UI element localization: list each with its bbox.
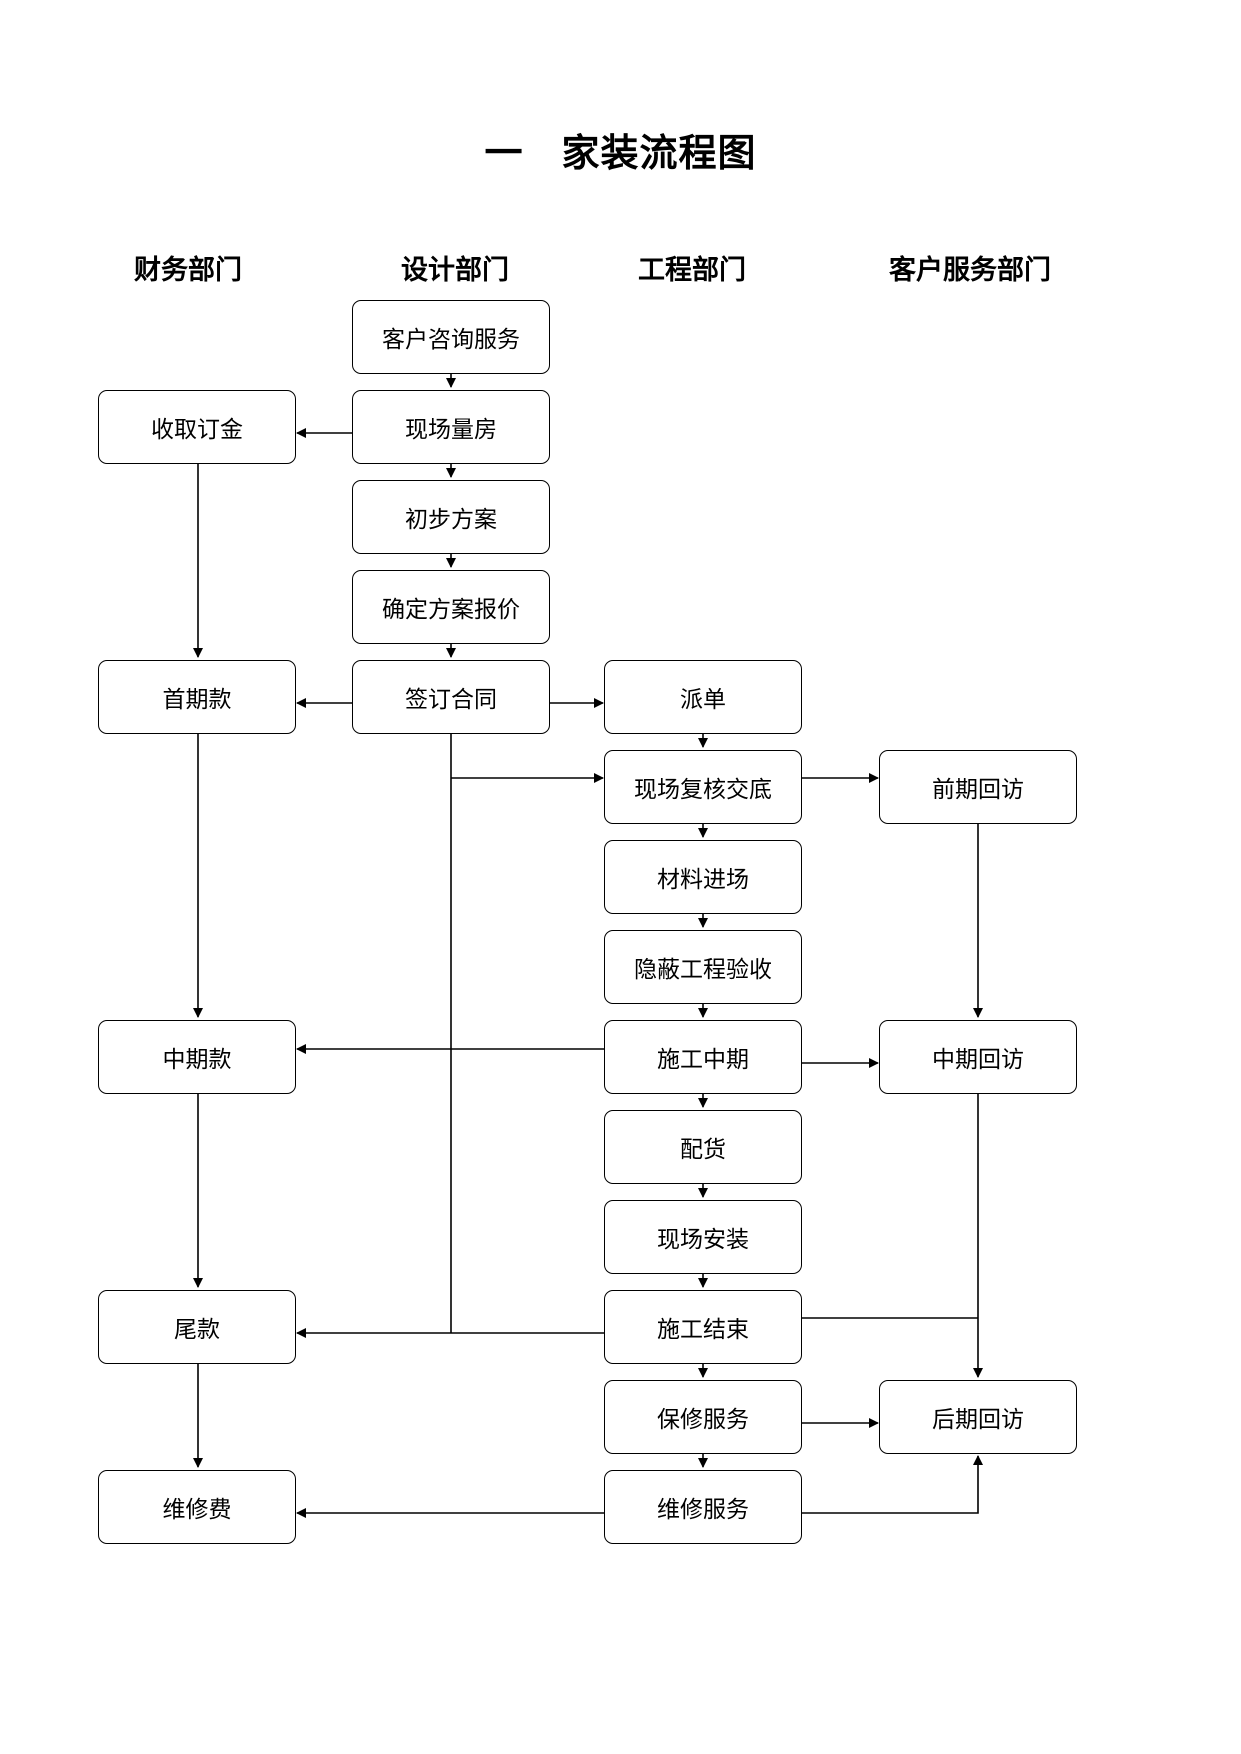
node-final-pay: 尾款 [98, 1290, 296, 1364]
node-delivery: 配货 [604, 1110, 802, 1184]
node-preliminary: 初步方案 [352, 480, 550, 554]
node-mid-pay: 中期款 [98, 1020, 296, 1094]
arrow-repair-service-to-late-visit [802, 1455, 983, 1514]
node-materials: 材料进场 [604, 840, 802, 914]
title-number: 一 [484, 131, 524, 175]
node-consult: 客户咨询服务 [352, 300, 550, 374]
page-title: 一家装流程图 [0, 122, 1241, 177]
node-warranty: 保修服务 [604, 1380, 802, 1454]
title-text: 家装流程图 [561, 131, 757, 175]
node-site-review: 现场复核交底 [604, 750, 802, 824]
node-first-pay: 首期款 [98, 660, 296, 734]
column-header-service: 客户服务部门 [889, 255, 1051, 286]
column-header-finance: 财务部门 [134, 255, 242, 286]
node-measure: 现场量房 [352, 390, 550, 464]
node-mid-construction: 施工中期 [604, 1020, 802, 1094]
node-install: 现场安装 [604, 1200, 802, 1274]
column-header-design: 设计部门 [401, 255, 509, 286]
node-early-visit: 前期回访 [879, 750, 1077, 824]
node-repair-service: 维修服务 [604, 1470, 802, 1544]
node-quote: 确定方案报价 [352, 570, 550, 644]
node-deposit: 收取订金 [98, 390, 296, 464]
node-dispatch: 派单 [604, 660, 802, 734]
node-late-visit: 后期回访 [879, 1380, 1077, 1454]
node-hidden-inspect: 隐蔽工程验收 [604, 930, 802, 1004]
node-mid-visit: 中期回访 [879, 1020, 1077, 1094]
node-contract: 签订合同 [352, 660, 550, 734]
node-construction-end: 施工结束 [604, 1290, 802, 1364]
node-repair-fee: 维修费 [98, 1470, 296, 1544]
column-header-engineering: 工程部门 [638, 255, 746, 286]
